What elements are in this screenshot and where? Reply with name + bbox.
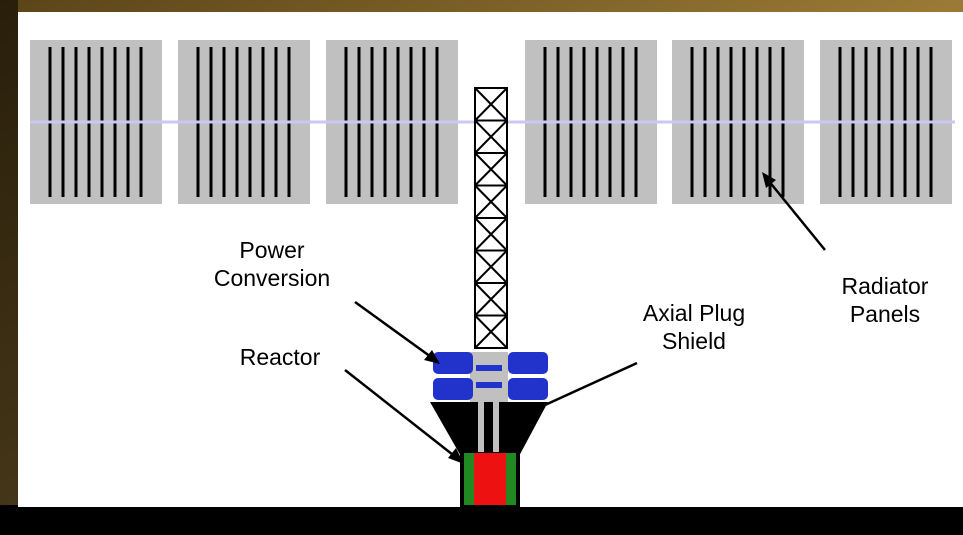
power-conversion-frame	[470, 352, 508, 402]
reactor-label-line-1: Reactor	[239, 344, 321, 370]
reactor-label: Reactor	[200, 343, 360, 371]
axial-plug-label-line-1: Axial Plug	[642, 300, 746, 326]
radiator-label-line-2: Panels	[849, 301, 921, 327]
power-conversion-unit-2	[508, 352, 548, 374]
power-conversion-unit-3	[433, 378, 473, 400]
power-conversion-unit-1	[433, 352, 473, 374]
truss-member	[474, 184, 508, 219]
axial-plug-shield	[430, 402, 548, 458]
radiator-label-line-1: Radiator	[841, 273, 929, 299]
reactor-arrowhead	[448, 448, 464, 464]
shield-pipe-left	[478, 400, 484, 458]
left-border-shadow	[0, 0, 18, 535]
shield-pipe-right	[493, 400, 499, 458]
power-conversion-leader	[354, 300, 439, 364]
power-conversion-link-2	[476, 382, 502, 388]
truss-member	[474, 152, 508, 187]
radiator-panels-label: Radiator Panels	[805, 272, 963, 328]
truss-member	[474, 87, 508, 122]
truss-member	[474, 119, 508, 154]
truss-member	[474, 249, 508, 284]
leader-lines	[344, 179, 826, 463]
radiator-leader	[767, 179, 826, 251]
radiator-arrowhead	[762, 172, 776, 188]
power-conversion-link-1	[476, 365, 502, 371]
axial-plug-shield-label: Axial Plug Shield	[604, 299, 784, 355]
reactor-leader	[344, 369, 463, 463]
power-conversion-label: Power Conversion	[182, 236, 362, 292]
power-conversion-unit-4	[508, 378, 548, 400]
truss-member	[474, 314, 508, 349]
axial-plug-label-line-2: Shield	[662, 328, 726, 354]
reactor-core	[474, 453, 506, 505]
truss-member	[474, 282, 508, 317]
power-conversion-arrowhead	[424, 350, 440, 364]
power-conversion-label-line-1: Power	[239, 237, 305, 263]
arrowheads	[424, 172, 776, 464]
truss-member	[474, 217, 508, 252]
power-conversion-label-line-2: Conversion	[213, 265, 331, 291]
truss-icon	[474, 87, 508, 349]
axial-plug-leader	[544, 361, 638, 407]
